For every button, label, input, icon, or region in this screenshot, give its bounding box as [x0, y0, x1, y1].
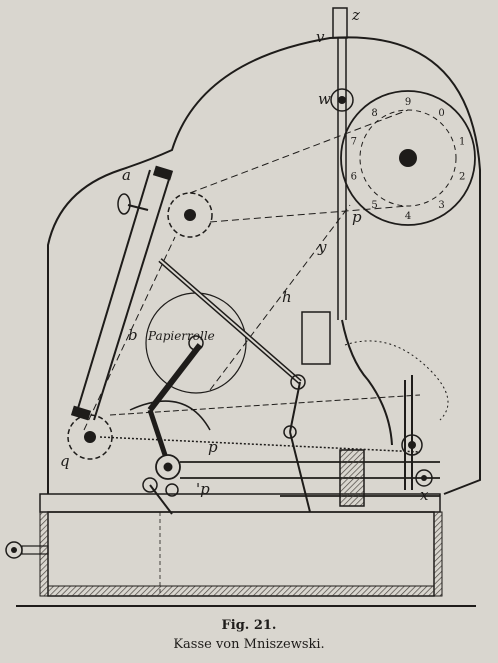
dial-digit: 8	[371, 108, 377, 119]
inclined-guide-a	[70, 165, 174, 421]
dial-digit: 0	[438, 108, 444, 119]
dial-digit: 2	[459, 172, 465, 183]
label-x: x	[420, 486, 429, 504]
drive-rods	[180, 461, 440, 497]
adjusting-knob	[117, 193, 149, 215]
pulley-w	[330, 88, 354, 112]
base-drawer	[16, 493, 476, 607]
label-p-lower: p	[208, 438, 218, 456]
dotted-swing-path	[344, 340, 449, 421]
label-a: a	[122, 166, 131, 184]
dial-digit: 5	[371, 200, 377, 211]
label-q: q	[60, 452, 70, 470]
hatched-block	[339, 449, 365, 507]
figure-title: Kasse von Mniszewski.	[173, 637, 325, 652]
label-b: b	[128, 326, 138, 344]
paper-roll	[145, 292, 247, 394]
belt-lines	[83, 109, 409, 431]
label-y: y	[317, 238, 327, 256]
label-p-prime: 'p	[196, 480, 210, 498]
casing-outline	[47, 36, 481, 495]
dial-digit: 3	[438, 200, 444, 211]
label-paper-roll: Papierrolle	[147, 329, 215, 343]
drawer-key	[5, 541, 49, 559]
label-z: z	[351, 6, 360, 24]
vertical-bar-y	[301, 311, 393, 446]
dial-digit: 1	[459, 136, 465, 147]
right-post	[401, 375, 433, 490]
label-w: w	[318, 90, 331, 108]
label-p-upper: p	[352, 208, 362, 226]
number-dial: 0 1 2 3 4 5 6 7 8 9	[340, 90, 476, 226]
indicator-rod	[332, 7, 348, 320]
figure-number: Fig. 21.	[221, 618, 277, 633]
dial-digit: 9	[405, 97, 411, 108]
guide-roller	[167, 192, 213, 238]
roller-q	[67, 414, 113, 460]
dial-digit: 6	[351, 172, 357, 183]
label-v: v	[316, 28, 325, 46]
dial-digit: 4	[405, 211, 411, 222]
label-h: h	[282, 288, 292, 306]
dial-digit: 7	[351, 136, 357, 147]
lever-mechanism	[99, 258, 421, 515]
